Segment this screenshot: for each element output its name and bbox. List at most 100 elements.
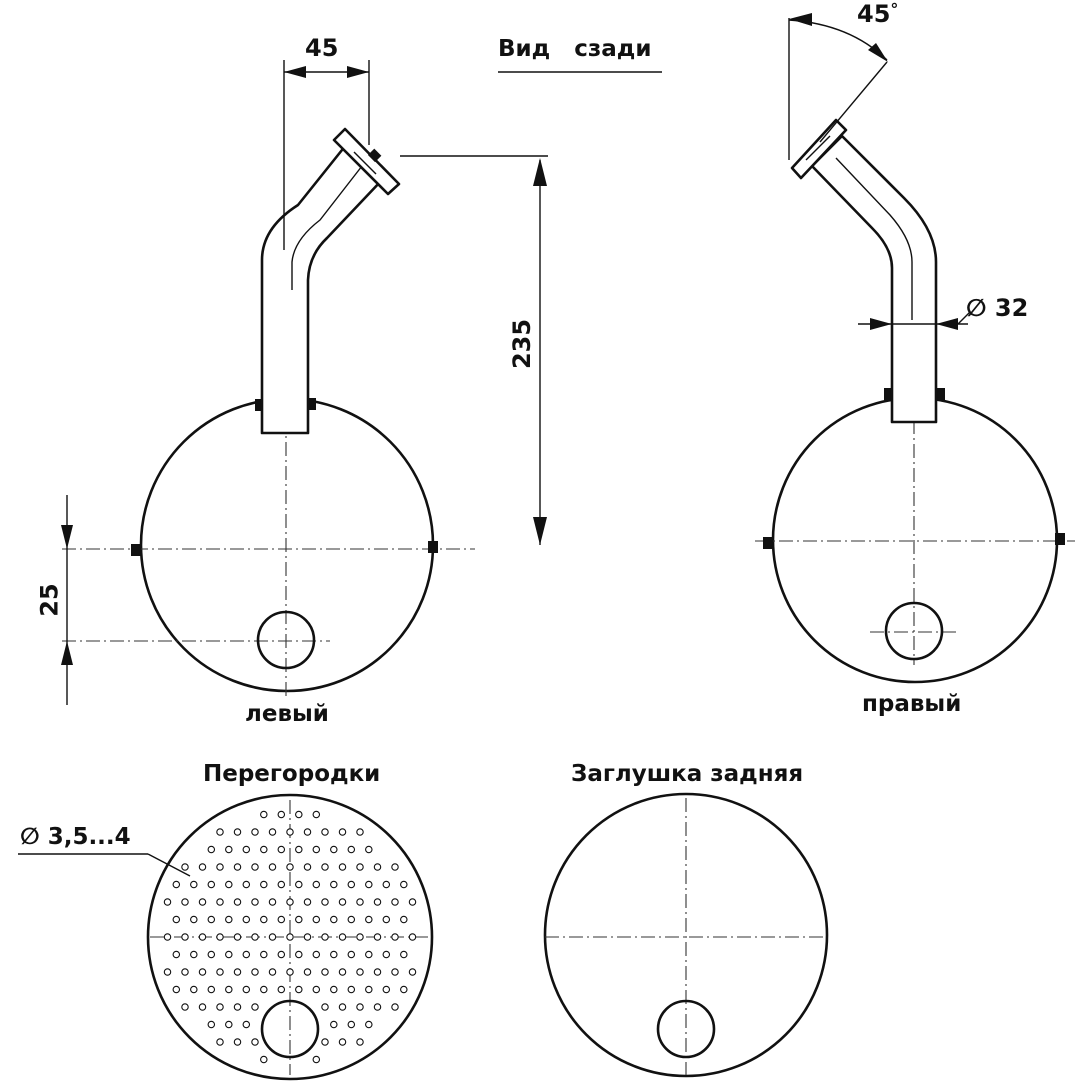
perforation-hole [330, 915, 338, 924]
perforation-hole [216, 968, 224, 976]
perforation-hole [198, 863, 207, 871]
right-muffler-body [771, 396, 1059, 684]
left-outlet-hole [256, 610, 316, 670]
dimension-offset-top [283, 60, 370, 250]
perforation-hole [391, 933, 399, 941]
perforation-hole [251, 968, 259, 976]
perforation-hole [347, 915, 356, 924]
perforation-hole [216, 898, 224, 906]
perforation-hole [295, 915, 303, 924]
perforation-hole [225, 985, 233, 994]
perforation-hole [260, 985, 268, 994]
perforation-hole [251, 1038, 259, 1046]
left-pipe-inner-line [291, 165, 363, 290]
perforation-hole [338, 1003, 347, 1011]
perforation-hole [286, 863, 294, 871]
baffle-disc [146, 793, 434, 1081]
perforation-hole [225, 915, 233, 924]
perforation-hole [181, 863, 189, 871]
perforation-hole [330, 845, 338, 854]
perforation-hole [251, 828, 259, 836]
baffle-perforations [163, 810, 417, 1064]
perforation-hole [242, 845, 251, 854]
perforation-hole [347, 845, 356, 854]
left-inlet-pipe [260, 143, 383, 435]
dimension-pipe-diameter [858, 311, 971, 330]
perforation-hole [382, 880, 391, 889]
left-lug-pipe-right [307, 398, 316, 410]
left-muffler-caption: левый [245, 701, 329, 727]
perforation-hole [190, 880, 198, 889]
perforation-hole [347, 950, 356, 959]
perforation-hole [338, 968, 347, 976]
perforation-hole [338, 898, 347, 906]
baffle-outlet-hole [260, 999, 320, 1059]
perforation-hole [277, 950, 286, 959]
perforation-hole [303, 898, 312, 906]
rear-view-title: Вид сзади [498, 36, 652, 62]
perforation-hole [382, 985, 391, 994]
perforation-hole [277, 985, 286, 994]
right-pipe-inner-line [835, 157, 913, 320]
perforation-hole [181, 898, 189, 906]
dimension-height [400, 155, 548, 545]
left-flange [332, 127, 401, 196]
perforation-hole [400, 985, 408, 994]
perforation-hole [277, 810, 286, 819]
perforation-hole [207, 950, 216, 959]
perforation-hole [286, 898, 294, 906]
perforation-hole [268, 933, 277, 941]
perforation-hole [356, 968, 364, 976]
right-lug-pipe-right [936, 388, 945, 400]
perforation-hole [321, 828, 329, 836]
left-flange-bolt [367, 148, 382, 163]
right-muffler-caption: правый [862, 691, 962, 717]
right-flange [790, 118, 848, 180]
perforation-hole [400, 915, 408, 924]
perforation-hole [207, 880, 216, 889]
perforation-hole [347, 1020, 356, 1029]
perforation-hole [338, 1038, 347, 1046]
perforation-hole [207, 915, 216, 924]
perforation-hole [233, 828, 242, 836]
perforation-hole [382, 915, 391, 924]
perforation-hole [382, 950, 391, 959]
perforation-hole [233, 933, 242, 941]
height-dimension-label: 235 [508, 318, 537, 370]
perforation-hole [233, 968, 242, 976]
dimension-offset-bottom [61, 495, 73, 705]
perforation-hole [216, 863, 224, 871]
perforation-hole [330, 985, 338, 994]
perforation-hole [312, 950, 321, 959]
perforation-hole [373, 863, 382, 871]
perforation-hole [225, 880, 233, 889]
left-lug-left [131, 544, 141, 556]
baffle-view [18, 793, 434, 1081]
perforation-hole [233, 898, 242, 906]
perforation-hole [198, 933, 207, 941]
perforation-hole [260, 880, 268, 889]
perforation-hole [172, 950, 181, 959]
perforation-hole [330, 1020, 338, 1029]
perforation-hole [365, 880, 373, 889]
right-flange-inner [805, 135, 831, 161]
angle-unit: ° [890, 0, 899, 19]
perforation-hole [391, 898, 399, 906]
perforation-hole [260, 950, 268, 959]
perforation-hole [207, 985, 216, 994]
perforation-hole [295, 985, 303, 994]
hole-diameter-label: ∅ 3,5...4 [20, 824, 131, 850]
perforation-hole [181, 1003, 189, 1011]
perforation-hole [391, 1003, 399, 1011]
perforation-hole [295, 845, 303, 854]
perforation-hole [216, 933, 224, 941]
perforation-hole [260, 810, 268, 819]
perforation-hole [365, 915, 373, 924]
perforation-hole [251, 933, 259, 941]
perforation-hole [277, 845, 286, 854]
perforation-hole [347, 880, 356, 889]
perforation-hole [400, 950, 408, 959]
perforation-hole [365, 985, 373, 994]
angle-value: 45 [857, 0, 891, 28]
